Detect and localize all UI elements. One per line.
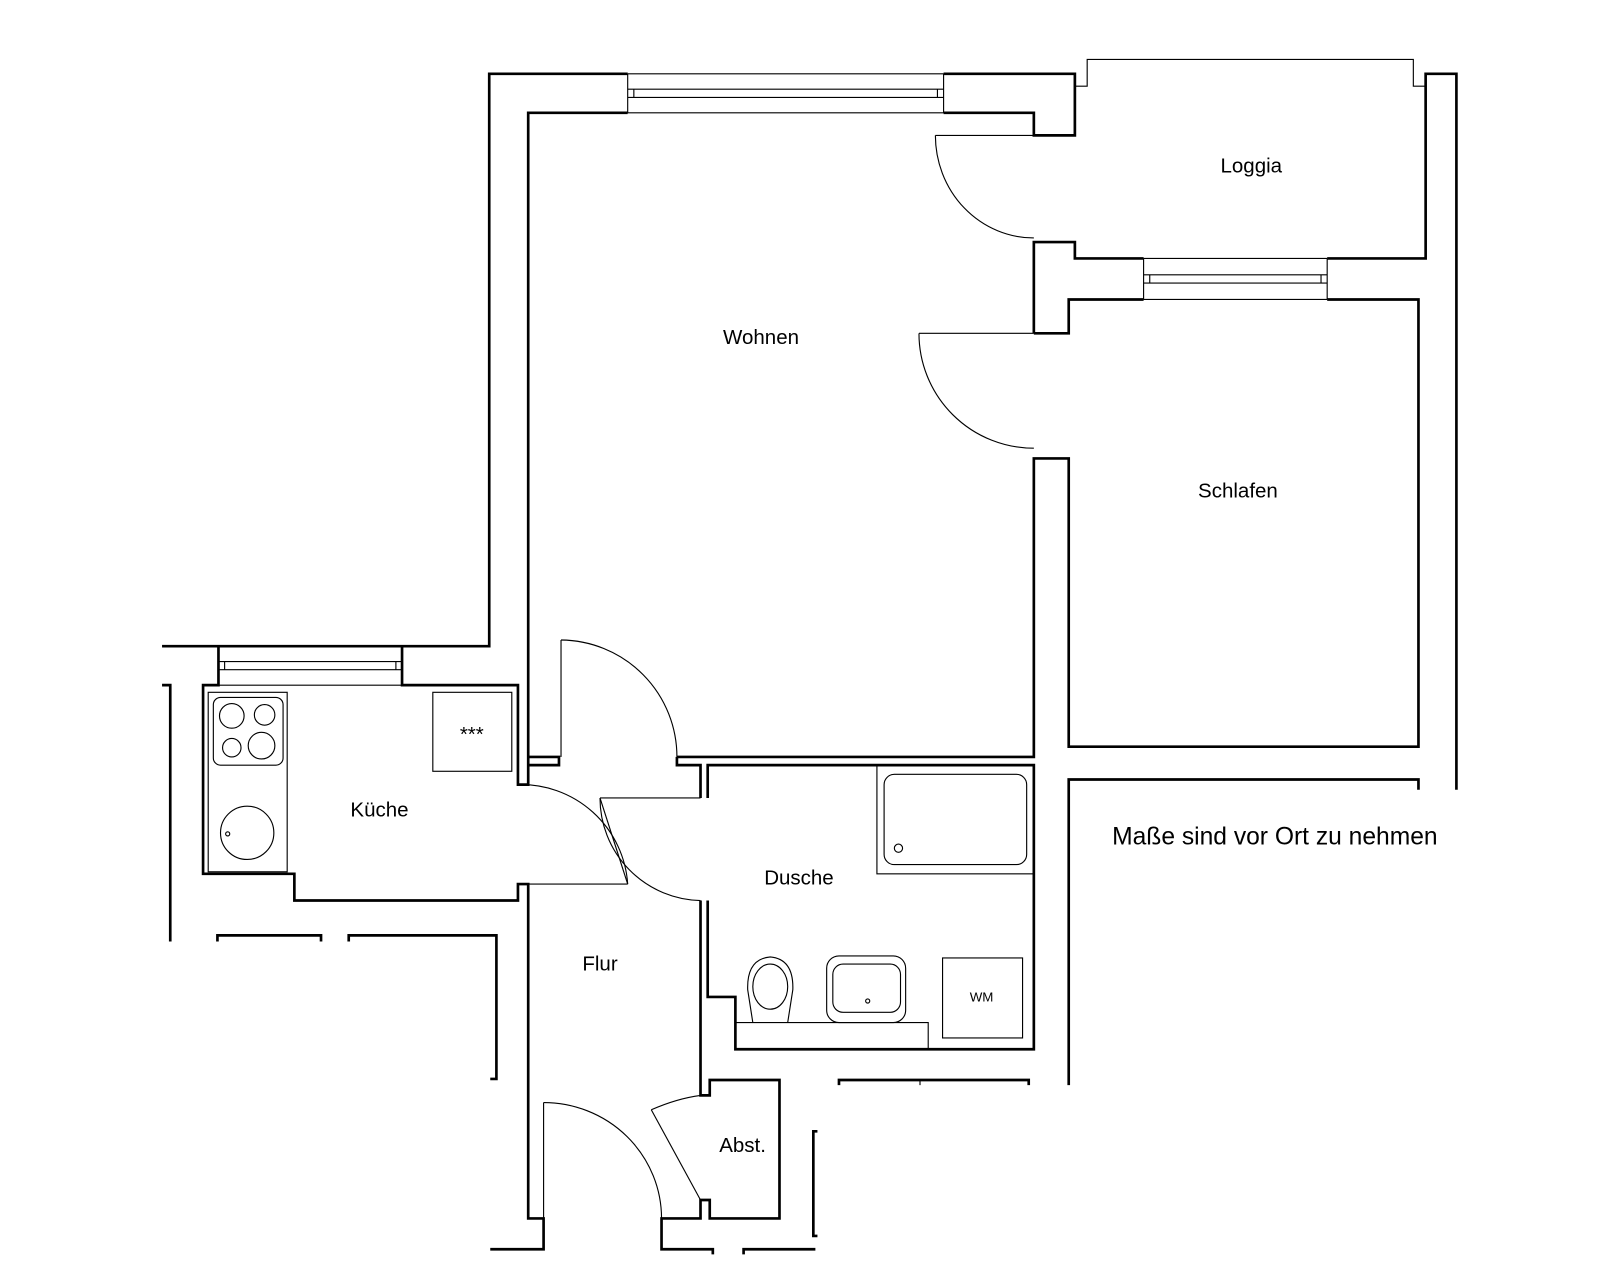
washbasin-drain-icon <box>865 998 871 1004</box>
windows <box>218 58 1426 686</box>
hob <box>212 696 284 766</box>
measurement-note: Maße sind vor Ort zu nehmen <box>1112 823 1438 850</box>
toilet-bowl <box>752 963 789 1010</box>
wall-schlafen-top <box>1033 298 1144 335</box>
stove-counter <box>207 691 288 873</box>
wall-loggia-left <box>1032 240 1144 334</box>
shower-tray <box>883 773 1028 866</box>
doors <box>517 134 1034 1219</box>
room-label-wohnen: Wohnen <box>723 326 799 349</box>
wall-kueche <box>201 646 545 1251</box>
kitchen-sink-icon <box>219 805 275 861</box>
shower-drain-icon <box>893 843 904 853</box>
wall-entry-right <box>742 1247 816 1255</box>
wall-wohnen-bottom <box>676 298 1420 759</box>
wall-left-stub-2 <box>347 934 498 1081</box>
door-wohnen-loggia <box>934 134 1034 239</box>
washbasin-bowl <box>832 963 902 1013</box>
hob-burner-icon <box>221 737 242 758</box>
room-label-dusche: Dusche <box>764 866 834 889</box>
bathroom-counter <box>734 1021 929 1050</box>
room-label-flur: Flur <box>582 953 617 976</box>
wall-wohnen-left-inner <box>400 111 628 786</box>
wall-dusche-outer <box>706 763 1036 1051</box>
room-label-schlafen: Schlafen <box>1198 480 1278 503</box>
hob-burner-icon <box>218 703 245 729</box>
hob-burner-icon <box>253 704 276 726</box>
bathroom-fixtures: WM <box>734 764 1035 1050</box>
door-flur-kueche <box>517 784 629 885</box>
toilet-icon <box>747 956 794 1023</box>
room-label-loggia: Loggia <box>1221 155 1283 178</box>
washing-machine <box>941 957 1024 1039</box>
wall-wohnen-outer <box>162 72 628 648</box>
wall-wohnen-top-right <box>943 72 1077 137</box>
room-labels: Wohnen Loggia Schlafen Küche Dusche Flur… <box>350 155 1437 1157</box>
wall-flur-right <box>660 900 781 1255</box>
wall-dusche <box>675 756 702 798</box>
wall-bracket <box>812 1129 818 1238</box>
loggia-parapet <box>1074 58 1426 87</box>
wall-wohnen-bottom-left <box>528 755 561 767</box>
door-wohnen-schlafen <box>918 332 1034 449</box>
wall-loggia-right <box>1327 72 1458 790</box>
walls <box>162 72 1458 1255</box>
hob-burner-icon <box>247 731 276 760</box>
kitchen-fixtures: *** <box>207 691 513 873</box>
window-schlafen <box>1143 257 1328 301</box>
shower-tray-frame <box>876 764 1035 875</box>
door-flur-dusche <box>599 797 701 902</box>
room-label-kueche: Küche <box>350 799 408 822</box>
wall-bottom-mid <box>837 1078 1031 1086</box>
door-entrance <box>543 1102 663 1219</box>
wall-lower-right <box>1067 778 1420 1086</box>
fridge <box>432 691 513 772</box>
window-wohnen <box>627 73 945 114</box>
wall-left-stub-1 <box>216 934 323 942</box>
washing-machine-label: WM <box>970 989 994 1004</box>
sink-drain-icon <box>225 831 231 837</box>
room-label-abst: Abst. <box>719 1134 766 1157</box>
window-kueche <box>218 645 403 686</box>
door-abstellraum <box>650 1094 702 1201</box>
fridge-label: *** <box>460 723 484 746</box>
door-flur-wohnen <box>560 639 678 757</box>
wall-left-lower <box>162 683 172 942</box>
